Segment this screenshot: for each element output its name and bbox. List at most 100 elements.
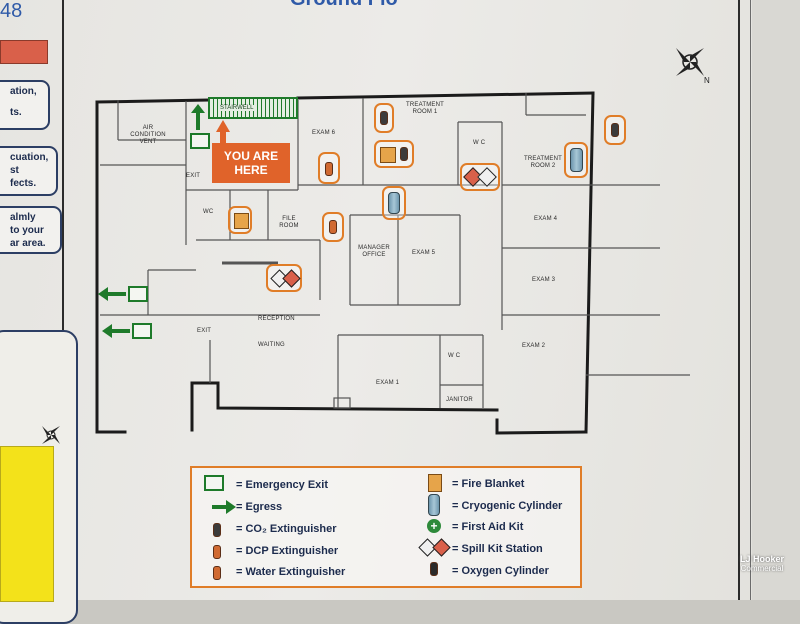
room-label-line: FILE (282, 216, 296, 222)
compass-icon (672, 44, 708, 80)
room-label-line: CONDITION (130, 132, 166, 138)
cryogenic-cylinder-icon (428, 494, 440, 516)
emergency-exit-icon (204, 475, 224, 491)
stairwell: STAIRWELL (208, 97, 298, 119)
legend-label: = Cryogenic Cylinder (452, 500, 563, 512)
room-waiting: WAITING (258, 342, 285, 348)
fire-blanket-icon (234, 213, 249, 229)
co2-extinguisher-icon (380, 111, 388, 125)
agency-watermark: LJ Hooker Commercial (732, 554, 792, 573)
extinguisher-station-icon (322, 212, 344, 242)
legend-label: = First Aid Kit (452, 521, 524, 533)
legend-label: = Water Extinguisher (236, 566, 346, 578)
emergency-exit-icon (190, 133, 210, 149)
room-exam-3: EXAM 3 (532, 277, 556, 283)
co2-extinguisher-icon (400, 147, 408, 161)
watermark-sub: Commercial (740, 564, 784, 573)
instruction-line: to your (10, 225, 44, 236)
room-exam-5: EXAM 5 (412, 250, 436, 256)
you-are-here-sign: YOU ARE HERE (212, 143, 290, 183)
instruction-line: fects. (10, 178, 37, 189)
spill-kit-station-icon (460, 163, 500, 191)
room-air-condition-vent: AIR CONDITION VENT (122, 125, 174, 146)
poster-border-right (738, 0, 740, 600)
fire-blanket-icon (428, 474, 442, 492)
egress-arrow-up (196, 110, 200, 130)
extinguisher-station-icon (374, 103, 394, 133)
room-label-line: TREATMENT (405, 102, 445, 108)
legend-label: = CO₂ Extinguisher (236, 523, 337, 535)
room-label-line: ROOM 1 (412, 109, 438, 115)
side-yellow-panel (0, 446, 54, 602)
room-file: FILE ROOM (274, 216, 304, 230)
room-exam-1: EXAM 1 (376, 380, 400, 386)
room-treatment-1: TREATMENT ROOM 1 (398, 102, 452, 116)
spill-kit-icon (282, 269, 301, 288)
dcp-extinguisher-icon (325, 162, 333, 176)
room-label-line: TREATMENT (523, 156, 563, 162)
instruction-line: st (10, 165, 19, 176)
extinguisher-station-icon (318, 152, 340, 184)
cryogenic-cylinder-station (564, 142, 588, 178)
emergency-exit-icon (128, 286, 148, 302)
cryogenic-cylinder-icon (570, 148, 583, 172)
you-are-here-arrow-stem (220, 131, 226, 144)
room-label-line: OFFICE (362, 252, 386, 258)
legend-label: = Egress (236, 501, 283, 513)
egress-arrow-icon (102, 324, 130, 338)
room-exam-6: EXAM 6 (312, 130, 336, 136)
instruction-line: ar area. (10, 238, 46, 249)
water-extinguisher-icon (329, 220, 337, 234)
room-wc-bottom: W C (448, 353, 461, 359)
spill-kit-icon (477, 167, 497, 187)
poster-border-right-inner (750, 0, 751, 600)
side-red-bar (0, 40, 48, 64)
egress-arrow-icon (98, 287, 126, 301)
stairwell-label: STAIRWELL (218, 105, 256, 111)
co2-extinguisher-icon (611, 123, 619, 137)
room-exit-upper: EXIT (186, 173, 201, 179)
room-exit-lower: EXIT (197, 328, 212, 334)
fire-blanket-icon (380, 147, 396, 163)
co2-extinguisher-icon (213, 523, 221, 537)
evacuation-poster: 48 Ground Flo ation, ts. cuation, st fec… (0, 0, 800, 600)
room-treatment-2: TREATMENT ROOM 2 (518, 156, 568, 170)
legend-label: = Oxygen Cylinder (452, 565, 549, 577)
oxygen-cylinder-icon (430, 562, 438, 576)
cryogenic-cylinder-station (382, 186, 406, 220)
cryogenic-cylinder-icon (388, 192, 400, 214)
poster-right-margin (752, 0, 800, 600)
first-aid-kit-icon: + (427, 519, 441, 533)
floor-plan (95, 91, 690, 435)
room-wc-top: W C (473, 140, 486, 146)
you-are-here-line2: HERE (234, 163, 268, 177)
legend-label: = Emergency Exit (236, 479, 329, 491)
room-exam-2: EXAM 2 (522, 343, 546, 349)
extinguisher-station-icon (604, 115, 626, 145)
poster-border-left (62, 0, 64, 600)
watermark-logo: LJ Hooker (739, 554, 784, 564)
page-number: 48 (0, 0, 23, 22)
room-label-line: ROOM (279, 223, 299, 229)
room-manager-office: MANAGER OFFICE (354, 245, 394, 259)
room-exam-4: EXAM 4 (534, 216, 558, 222)
egress-arrow-icon (212, 505, 228, 509)
room-janitor: JANITOR (446, 397, 473, 403)
page-title: Ground Flo (290, 0, 398, 11)
dcp-extinguisher-icon (213, 545, 221, 559)
fire-blanket-station-icon (228, 206, 252, 234)
water-extinguisher-icon (213, 566, 221, 580)
instruction-box-3: almly to your ar area. (0, 206, 62, 254)
instruction-box-2: cuation, st fects. (0, 146, 58, 196)
room-label-line: MANAGER (358, 245, 390, 251)
instruction-line: ation, (10, 86, 37, 97)
room-label-line: VENT (139, 139, 157, 145)
room-reception: RECEPTION (258, 316, 295, 322)
fire-blanket-station-icon (374, 140, 414, 168)
instruction-line: cuation, (10, 152, 49, 163)
spill-kit-station-icon (266, 264, 302, 292)
room-label-line: AIR (142, 125, 154, 131)
compass-north-label: N (704, 76, 710, 85)
instruction-line: almly (10, 212, 36, 223)
legend-label: = DCP Extinguisher (236, 545, 339, 557)
